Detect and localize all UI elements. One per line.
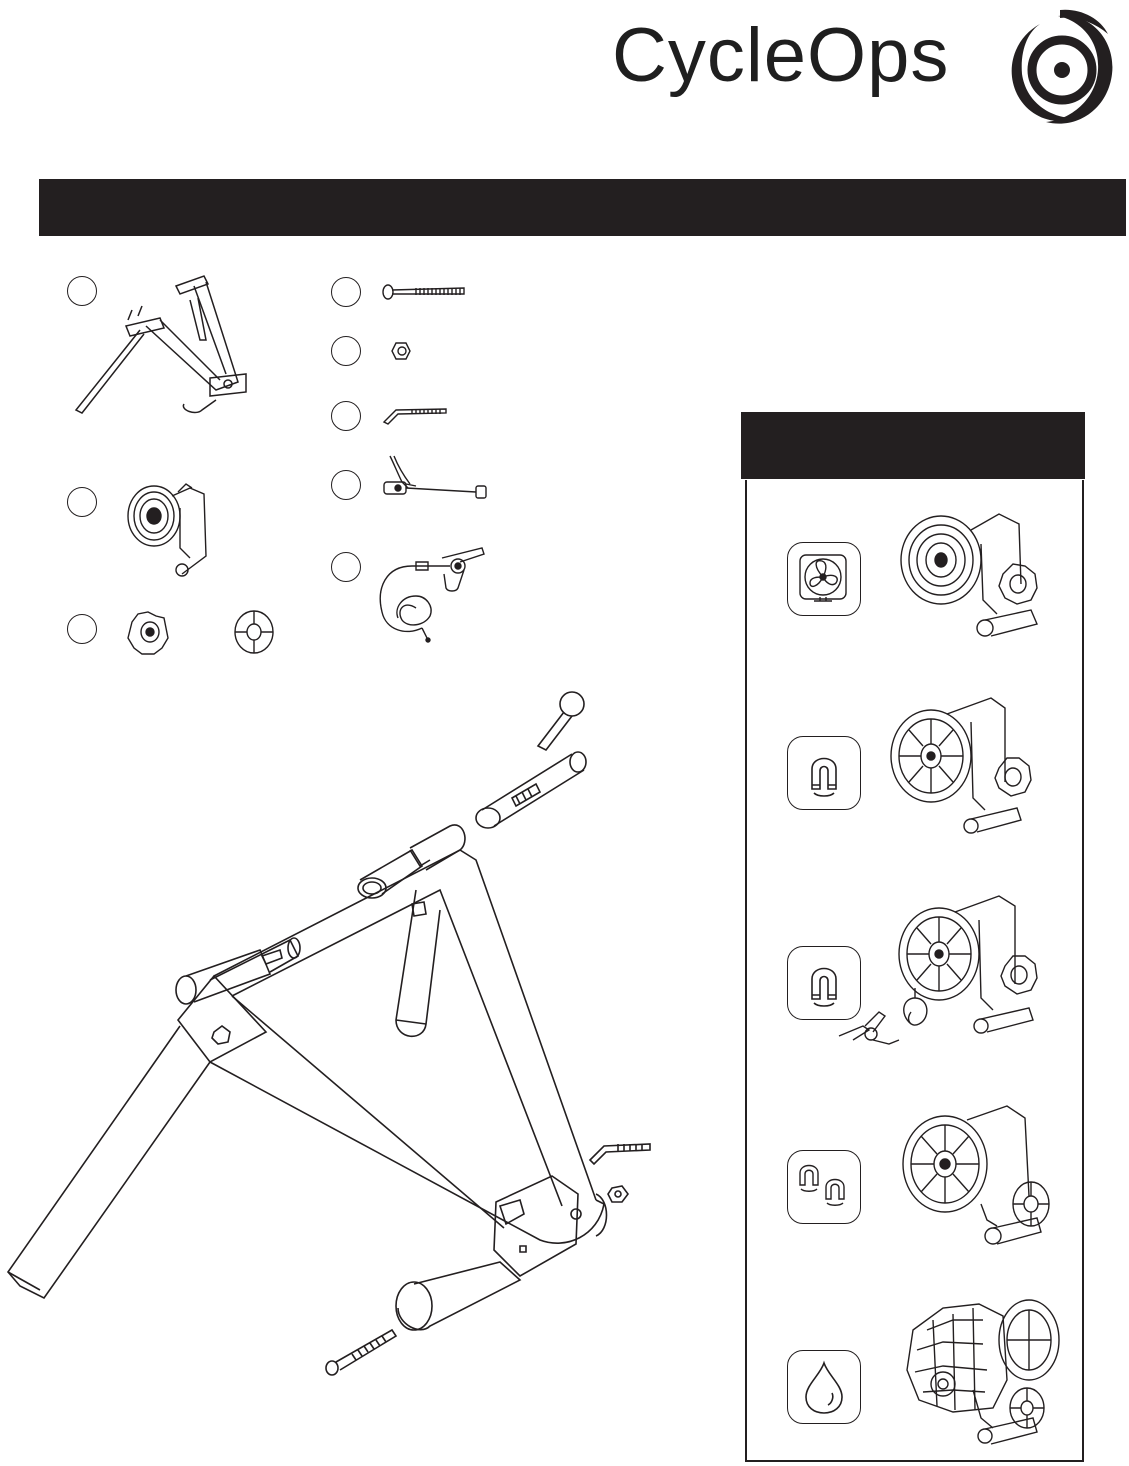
resistance-options-header bbox=[741, 412, 1085, 479]
part-number-3 bbox=[67, 614, 97, 644]
lever-pin-icon bbox=[538, 692, 584, 750]
skewer-icon bbox=[380, 454, 492, 506]
type-tile-1 bbox=[787, 542, 861, 616]
double-magnet-icon bbox=[792, 1155, 856, 1219]
fluid-drop-icon bbox=[792, 1355, 856, 1419]
part-number-4 bbox=[331, 277, 361, 307]
type-tile-5 bbox=[787, 1350, 861, 1424]
part-number-7 bbox=[331, 470, 361, 500]
part-number-6 bbox=[331, 401, 361, 431]
side-pin-icon bbox=[590, 1144, 650, 1202]
main-frame-icon bbox=[8, 850, 604, 1298]
brand-wordmark: CycleOps bbox=[612, 13, 950, 98]
part-number-1 bbox=[67, 276, 97, 306]
locknut-icon bbox=[390, 340, 412, 362]
rear-leg-icon bbox=[358, 825, 465, 1036]
magnetic-resistance-unit-icon bbox=[887, 698, 1047, 838]
part-number-5 bbox=[331, 336, 361, 366]
resistance-unit-icon bbox=[120, 478, 220, 584]
upper-tube-icon bbox=[476, 752, 586, 828]
type-tile-3 bbox=[787, 946, 861, 1020]
front-clamp-icon bbox=[176, 938, 300, 1004]
part-number-2 bbox=[67, 487, 97, 517]
bent-pin-icon bbox=[382, 402, 448, 426]
dual-magnet-unit-icon bbox=[897, 1100, 1057, 1252]
trainer-assembly-diagram bbox=[0, 680, 700, 1400]
fan-icon bbox=[792, 547, 856, 611]
roller-assembly-icon bbox=[396, 1176, 607, 1330]
knob-and-endcap-icon bbox=[124, 608, 274, 660]
type-tile-4 bbox=[787, 1150, 861, 1224]
trainer-frame-icon bbox=[70, 270, 260, 420]
magnet-icon bbox=[792, 951, 856, 1015]
frame-bolt-icon bbox=[326, 1330, 396, 1375]
part-number-8 bbox=[331, 552, 361, 582]
section-title-bar bbox=[39, 179, 1126, 236]
magnet-icon bbox=[792, 741, 856, 805]
fluid-resistance-unit-icon bbox=[903, 1290, 1065, 1450]
magnetic-remote-unit-icon bbox=[839, 894, 1053, 1074]
fan-resistance-unit-icon bbox=[891, 504, 1051, 644]
resistance-options-panel bbox=[745, 480, 1084, 1462]
long-bolt-icon bbox=[382, 282, 466, 302]
shifter-cable-icon bbox=[372, 544, 494, 644]
type-tile-2 bbox=[787, 736, 861, 810]
brand-swirl-icon bbox=[1011, 9, 1113, 124]
